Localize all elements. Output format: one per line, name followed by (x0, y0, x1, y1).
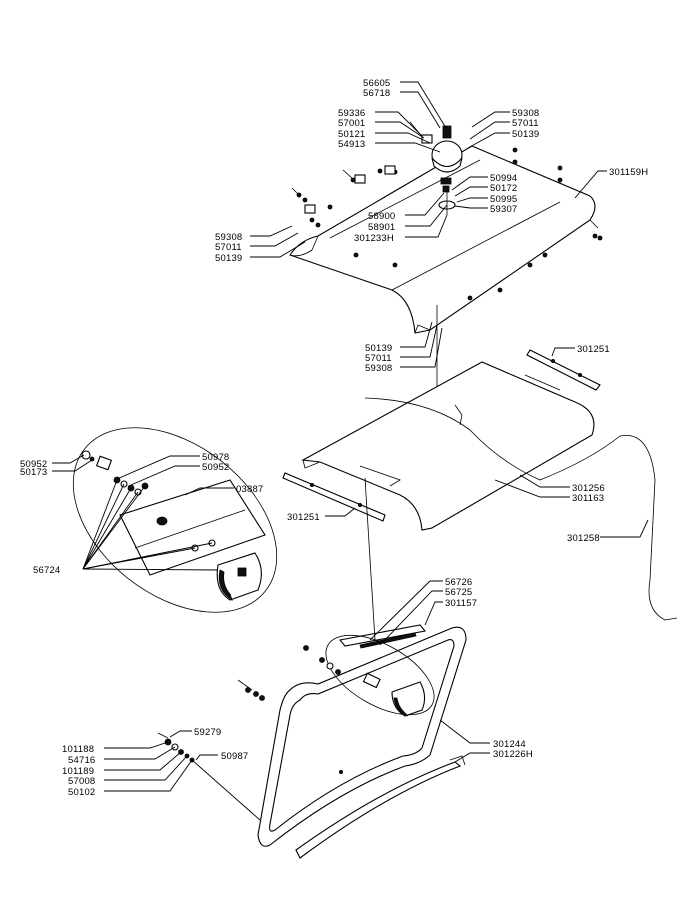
label-301157: 301157 (445, 598, 477, 609)
wiper-arm-blade (303, 624, 435, 717)
label-56726: 56726 (445, 577, 472, 588)
label-50172: 50172 (490, 183, 517, 194)
label-301163: 301163 (572, 493, 604, 504)
seal-strip-301226H (295, 755, 466, 859)
label-301258: 301258 (567, 533, 600, 544)
roof-fasteners (291, 121, 603, 301)
leader-lines (52, 81, 649, 821)
alignment-line-2 (364, 477, 376, 641)
label-58901: 58901 (368, 222, 395, 233)
label-54913: 54913 (338, 139, 365, 150)
label-301159H: 301159H (609, 167, 648, 178)
label-50952-a: 50952 (20, 459, 47, 470)
label-50978: 50978 (202, 452, 229, 463)
label-50139-top-right: 50139 (512, 129, 539, 140)
label-58900: 58900 (368, 211, 395, 222)
label-57011-bottom: 57011 (365, 353, 392, 364)
frame-fasteners (157, 679, 265, 763)
detail-callout-wiper-motor (72, 427, 278, 613)
label-101188: 101188 (62, 744, 94, 755)
label-59279: 59279 (194, 727, 221, 738)
label-57011-top-right: 57011 (512, 118, 539, 129)
label-50952-b: 50952 (202, 462, 229, 473)
label-50994: 50994 (490, 173, 517, 184)
label-59308-left: 59308 (215, 232, 242, 243)
label-56725: 56725 (445, 587, 472, 598)
label-301233H: 301233H (354, 233, 394, 244)
beacon-light-assembly (421, 125, 463, 215)
label-59307: 59307 (490, 204, 517, 215)
label-03887: 03887 (236, 484, 263, 495)
label-301251-left: 301251 (287, 512, 320, 523)
label-50173: 50173 (20, 467, 47, 478)
mounting-rail-301251-bottom (282, 472, 386, 522)
mounting-rail-301251-top (526, 349, 601, 391)
label-301256: 301256 (572, 483, 605, 494)
label-50139-bottom: 50139 (365, 343, 392, 354)
headliner-panel-301163 (301, 361, 678, 621)
label-56605: 56605 (363, 78, 390, 89)
label-59336: 59336 (338, 108, 365, 119)
label-50139-left: 50139 (215, 253, 242, 264)
label-57008: 57008 (68, 776, 95, 787)
label-50995: 50995 (490, 194, 517, 205)
label-54716: 54716 (68, 755, 95, 766)
part-number-labels: 56605 56718 59336 57001 50121 54913 5930… (20, 78, 648, 798)
label-50121: 50121 (338, 129, 365, 140)
label-59308-bottom: 59308 (365, 363, 392, 374)
label-57011-left: 57011 (215, 242, 242, 253)
label-59308-top-right: 59308 (512, 108, 539, 119)
label-56718: 56718 (363, 88, 390, 99)
label-301244: 301244 (493, 739, 526, 750)
label-101189: 101189 (62, 766, 94, 777)
label-301251-top: 301251 (577, 344, 610, 355)
label-301226H: 301226H (493, 749, 533, 760)
roof-panel-301159H (289, 145, 599, 334)
label-50102: 50102 (68, 787, 95, 798)
label-56724: 56724 (33, 565, 60, 576)
label-50987: 50987 (221, 751, 248, 762)
label-57001: 57001 (338, 118, 365, 129)
